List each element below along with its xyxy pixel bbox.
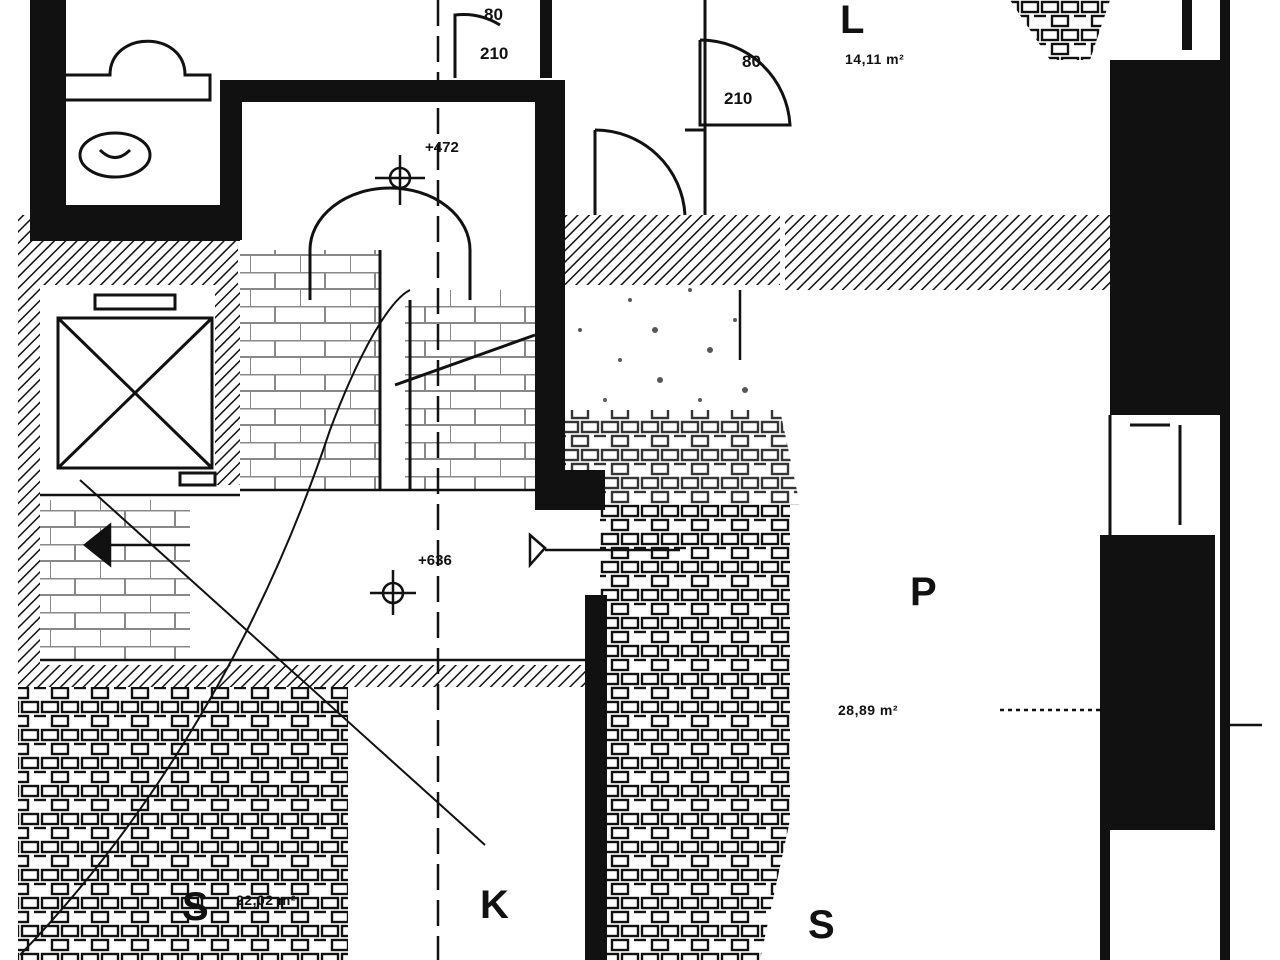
door-2-width: 80 xyxy=(742,52,761,71)
level-label-landing: +636 xyxy=(418,552,452,569)
section-lines xyxy=(19,289,486,956)
room-area-p: 28,89 m² xyxy=(838,702,899,718)
room-letter-l: L xyxy=(840,0,865,42)
level-marker-top xyxy=(375,155,425,205)
hatched-walls xyxy=(18,215,1110,687)
door-2-height: 210 xyxy=(724,89,753,108)
worn-floor-area xyxy=(578,267,748,402)
room-letter-k: K xyxy=(480,883,509,927)
door-1-width: 80 xyxy=(484,5,503,24)
toilet-fixture xyxy=(66,39,212,179)
tiled-floors xyxy=(40,250,535,660)
door-swings xyxy=(453,0,792,216)
room-letter-s-right: S xyxy=(808,903,835,947)
room-letter-s-left: S xyxy=(182,885,209,929)
parquet-floors xyxy=(18,0,1110,960)
room-area-l: 14,11 m² xyxy=(845,51,905,67)
door-1-height: 210 xyxy=(480,44,509,63)
window xyxy=(1108,415,1182,535)
level-marker-landing xyxy=(370,570,416,615)
solid-walls xyxy=(30,0,1230,960)
elevator-shaft xyxy=(56,293,217,487)
room-area-s-left: 22,02 m² xyxy=(236,892,297,908)
direction-arrows xyxy=(82,522,680,569)
level-label-top: +472 xyxy=(425,139,459,156)
partitions xyxy=(40,0,1262,960)
stair-arch xyxy=(308,186,536,490)
room-letter-p: P xyxy=(910,570,937,614)
